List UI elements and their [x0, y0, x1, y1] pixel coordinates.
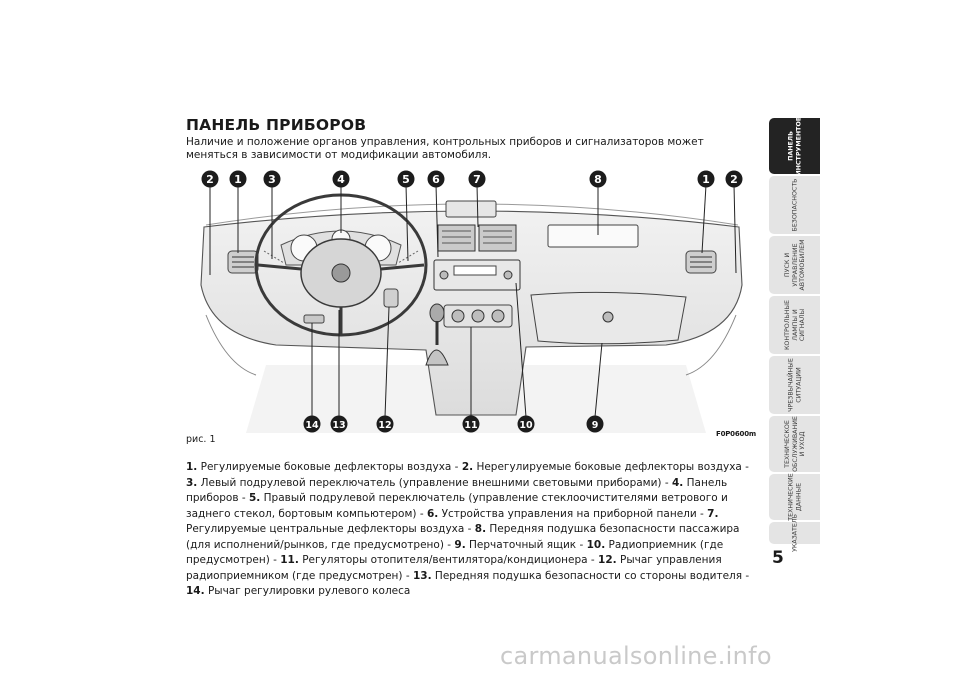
legend-text-10: Радиоприемник (где предусмотрен) - — [186, 538, 724, 567]
tab-safety[interactable]: БЕЗОПАСНОСТЬ — [769, 176, 820, 234]
legend-num-2: 2. — [461, 461, 474, 473]
tab-label: ПУСК И УПРАВЛЕНИЕ АВТОМОБИЛЕМ — [783, 239, 806, 291]
left-footwell — [205, 314, 257, 376]
tab-label: ПАНЕЛЬ ИНСТРУМЕНТОВ — [787, 116, 802, 176]
legend-text-7: Регулируемые центральные дефлекторы возд… — [186, 523, 475, 535]
hvac-controls — [443, 304, 513, 328]
callout-11: 11 — [462, 415, 480, 433]
legend-text-9: Перчаточный ящик - — [465, 538, 587, 551]
glovebox-handle — [602, 311, 614, 323]
legend-text-14: Рычаг регулировки рулевого колеса — [204, 585, 411, 597]
legend-num-13: 13. — [412, 569, 432, 582]
radio-unit — [433, 259, 521, 291]
svg-text:1: 1 — [234, 173, 242, 186]
callout-14: 14 — [303, 415, 321, 433]
tab-warning-lights[interactable]: КОНТРОЛЬНЫЕ ЛАМПЫ И СИГНАЛЫ — [769, 296, 820, 354]
callout-1-left: 1 — [229, 170, 247, 188]
legend-text-11: Регуляторы отопителя/вентилятора/кондици… — [298, 554, 599, 566]
svg-text:2: 2 — [730, 173, 738, 186]
legend-text-4: Панель приборов - — [186, 476, 728, 505]
svg-text:14: 14 — [305, 420, 319, 431]
legend-num-10: 10. — [586, 538, 606, 551]
legend-text-5: Правый подрулевой переключатель (управле… — [186, 492, 728, 520]
svg-text:6: 6 — [432, 173, 440, 186]
svg-text:3: 3 — [268, 173, 276, 186]
legend-num-11: 11. — [280, 554, 299, 566]
gear-lever — [425, 303, 449, 366]
tab-label: УКАЗАТЕЛЬ — [790, 514, 798, 552]
callout-9: 9 — [586, 415, 604, 433]
callout-5: 5 — [397, 170, 415, 188]
svg-text:12: 12 — [378, 420, 391, 431]
legend-num-14: 14. — [186, 585, 205, 597]
legend-num-1: 1. — [186, 461, 198, 473]
center-display — [445, 200, 497, 218]
svg-text:5: 5 — [402, 173, 410, 186]
legend-num-6: 6. — [426, 507, 439, 520]
svg-text:13: 13 — [332, 420, 345, 431]
legend-num-7: 7. — [707, 507, 719, 520]
legend-num-5: 5. — [249, 492, 261, 504]
callout-10: 10 — [517, 415, 535, 433]
callout-1-right: 1 — [697, 170, 715, 188]
callout-2-left: 2 — [201, 170, 219, 188]
legend-num-8: 8. — [474, 523, 487, 535]
svg-text:9: 9 — [592, 420, 599, 431]
svg-text:1: 1 — [702, 173, 710, 186]
tab-label: БЕЗОПАСНОСТЬ — [790, 178, 798, 232]
legend-text-13: Передняя подушка безопасности со стороны… — [431, 569, 750, 582]
callout-13: 13 — [330, 415, 348, 433]
left-side-vent — [227, 250, 259, 274]
passenger-airbag-panel — [547, 224, 639, 248]
tab-starting-driving[interactable]: ПУСК И УПРАВЛЕНИЕ АВТОМОБИЛЕМ — [769, 236, 820, 294]
callout-8: 8 — [589, 170, 607, 188]
figure-label: рис. 1 — [186, 434, 216, 445]
svg-text:2: 2 — [206, 173, 214, 186]
legend-num-12: 12. — [598, 554, 617, 566]
right-side-vent — [685, 250, 717, 274]
legend-text-2: Нерегулируемые боковые дефлекторы воздух… — [473, 461, 749, 473]
svg-text:10: 10 — [519, 420, 533, 431]
tab-label: ЧРЕЗВЫЧАЙНЫЕ СИТУАЦИИ — [787, 358, 802, 412]
svg-text:11: 11 — [464, 420, 477, 431]
tab-index[interactable]: УКАЗАТЕЛЬ — [769, 514, 820, 552]
tab-maintenance[interactable]: ТЕХНИЧЕСКОЕ ОБСЛУЖИВАНИЕ И УХОД — [769, 416, 820, 472]
legend-num-4: 4. — [672, 476, 684, 489]
svg-text:8: 8 — [594, 173, 602, 186]
steering-adjust-lever — [303, 314, 325, 324]
callout-6: 6 — [427, 170, 445, 188]
callout-7: 7 — [468, 170, 486, 188]
figure-legend: 1. Регулируемые боковые дефлекторы возду… — [186, 460, 758, 600]
watermark: carmanualsonline.info — [500, 642, 772, 670]
page-title: ПАНЕЛЬ ПРИБОРОВ — [186, 116, 367, 134]
tab-label: ТЕХНИЧЕСКОЕ ОБСЛУЖИВАНИЕ И УХОД — [783, 416, 806, 472]
svg-text:7: 7 — [473, 173, 481, 186]
callout-3: 3 — [263, 170, 281, 188]
tab-technical-data[interactable]: ТЕХНИЧЕСКИЕ ДАННЫЕ — [769, 473, 820, 521]
legend-num-9: 9. — [454, 538, 466, 551]
tab-label: КОНТРОЛЬНЫЕ ЛАМПЫ И СИГНАЛЫ — [783, 299, 806, 351]
legend-text-12: Рычаг управления радиоприемником (где пр… — [186, 554, 722, 582]
dashboard-illustration: 2 1 3 4 5 6 7 8 1 2 14 13 12 11 10 9 — [186, 165, 757, 433]
radio-control-lever — [383, 288, 399, 308]
legend-text-6: Устройства управления на приборной панел… — [438, 507, 708, 520]
intro-paragraph: Наличие и положение органов управления, … — [186, 136, 704, 161]
callout-2-right: 2 — [725, 170, 743, 188]
svg-text:4: 4 — [337, 173, 345, 186]
legend-text-8: Передняя подушка безопасности пассажира … — [186, 523, 740, 551]
figure-code: F0P0600m — [716, 430, 756, 438]
legend-text-1: Регулируемые боковые дефлекторы воздуха … — [197, 461, 462, 473]
center-vents — [437, 224, 517, 252]
tab-emergency[interactable]: ЧРЕЗВЫЧАЙНЫЕ СИТУАЦИИ — [769, 356, 820, 414]
right-footwell — [685, 314, 737, 376]
callout-4: 4 — [332, 170, 350, 188]
callout-leaders — [209, 184, 737, 418]
tab-instrument-panel[interactable]: ПАНЕЛЬ ИНСТРУМЕНТОВ — [769, 116, 820, 176]
legend-num-3: 3. — [186, 476, 198, 489]
legend-text-3: Левый подрулевой переключатель (управлен… — [197, 476, 672, 489]
callout-12: 12 — [376, 415, 394, 433]
page-number: 5 — [772, 548, 784, 568]
steering-wheel-logo — [331, 263, 351, 283]
